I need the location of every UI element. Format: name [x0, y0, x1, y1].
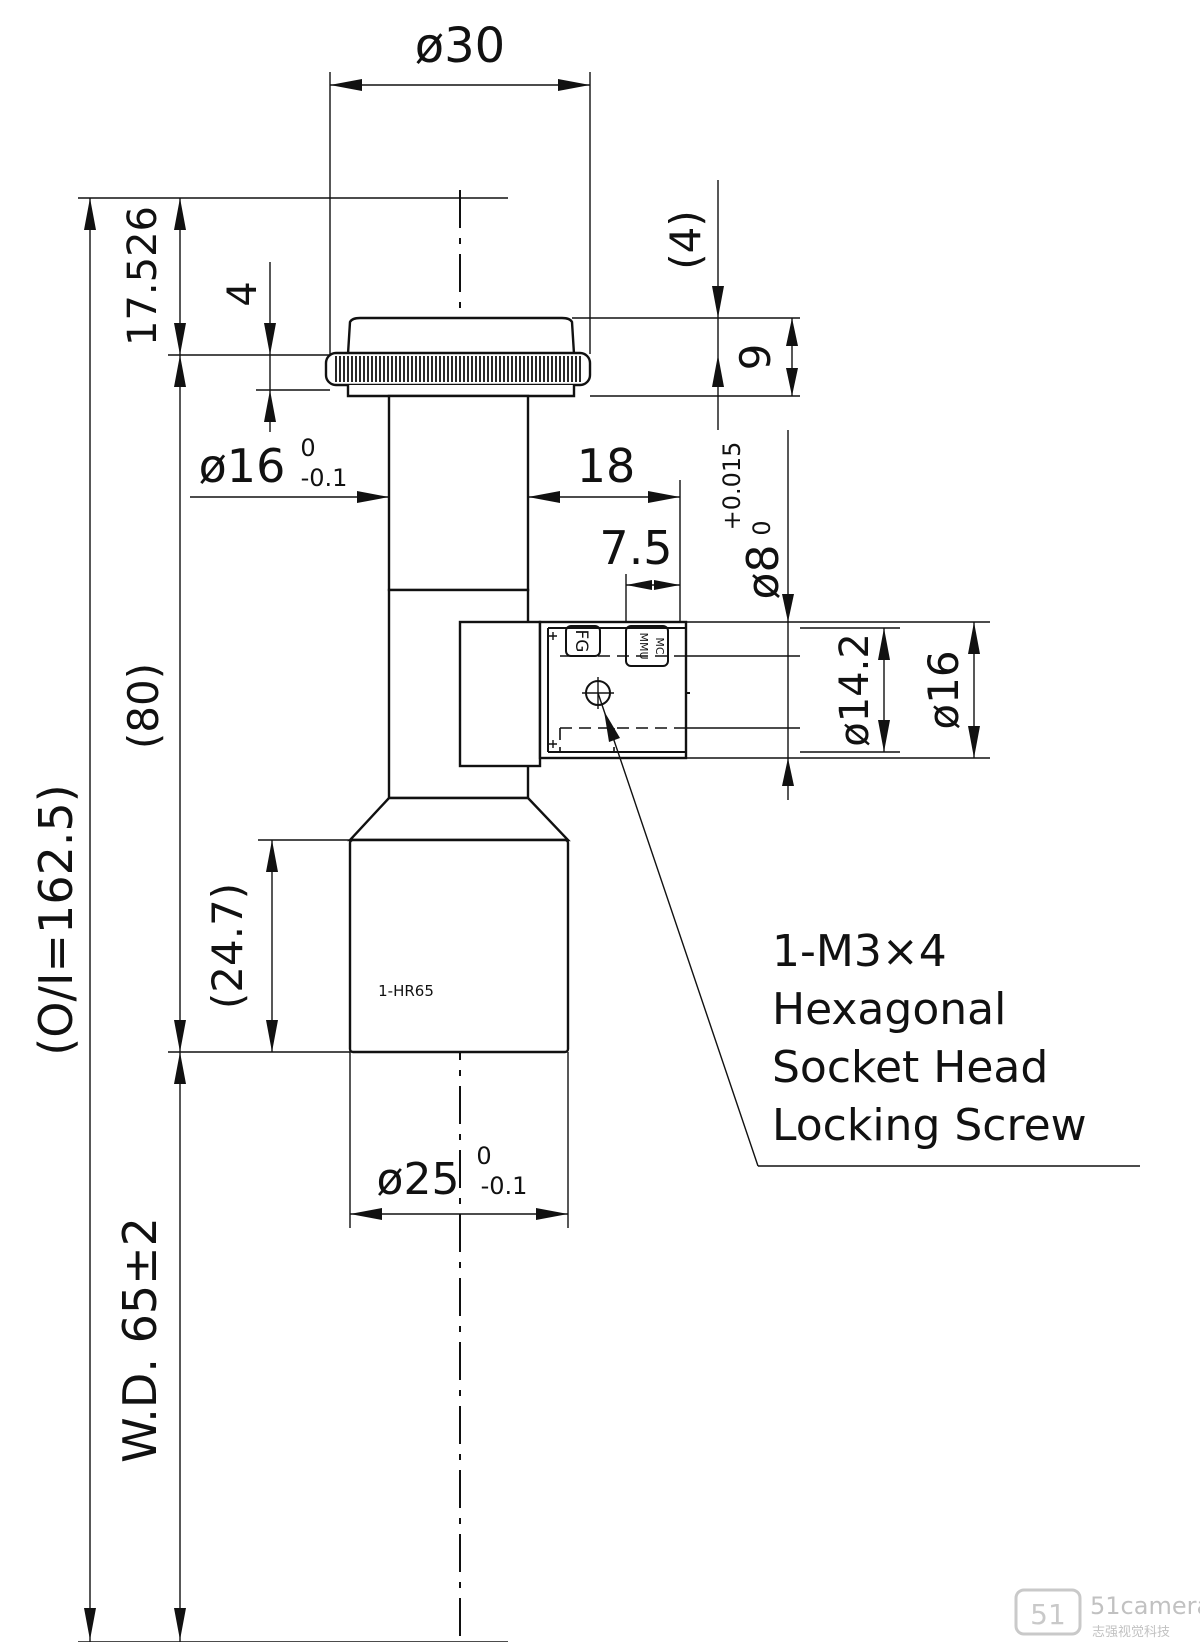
lower-barrel: [348, 838, 570, 1054]
dia16p-arrow-top: [968, 622, 980, 654]
dia16-arrow-right: [528, 491, 560, 503]
ring-step: [346, 385, 576, 398]
dia142-arrow-top: [878, 628, 890, 660]
watermark-brand: 51camera: [1090, 1592, 1200, 1620]
dia8-tol-upper: +0.015: [718, 442, 746, 531]
dia25-arrow-left: [350, 1208, 382, 1220]
d18-label: 18: [577, 439, 636, 493]
d17-arrow-bottom: [174, 323, 186, 355]
dia8-arrow-top: [782, 594, 794, 622]
knurled-ring: [324, 351, 592, 387]
d75-label: 7.5: [599, 521, 672, 575]
d9-label: 9: [731, 344, 780, 371]
dia25-label: ø25: [377, 1154, 460, 1205]
oi-label: (O/I=162.5): [29, 784, 83, 1055]
dia16-label: ø16: [199, 439, 286, 493]
watermark-logo: 51: [1014, 1588, 1082, 1636]
d80-arrow-top: [174, 355, 186, 387]
d247-arrow-bottom: [266, 1020, 278, 1052]
port-cross-top: [549, 632, 557, 640]
dia30-arrow-right: [558, 79, 590, 91]
d4-label: 4: [220, 281, 266, 306]
dia30-arrow-left: [330, 79, 362, 91]
screw-callout-line2: Hexagonal: [772, 984, 1006, 1035]
dia16-arrow-left: [357, 491, 389, 503]
watermark-brand-sub: 志强视觉科技: [1092, 1625, 1170, 1640]
d247-arrow-top: [266, 840, 278, 872]
port-cross-bottom: [549, 740, 557, 748]
watermark-logo-frame: [1014, 1588, 1082, 1636]
fg-label: FG: [571, 630, 591, 653]
dia142-label: ø14.2: [832, 633, 878, 747]
wd-arrow-top: [174, 1052, 186, 1084]
dia8-arrow-bottom: [782, 758, 794, 786]
d75-arrow-right: [654, 580, 680, 590]
screw-leader-line: [597, 692, 759, 1167]
dia25-arrow-right: [536, 1208, 568, 1220]
side-port-housing: [458, 620, 542, 768]
d4p-arrow-bottom: [712, 355, 724, 387]
part-id-label: 1-HR65: [378, 982, 434, 1000]
dia16-tol-lower: -0.1: [301, 464, 348, 492]
oi-arrow-bottom: [84, 1608, 96, 1640]
knurl-pattern: [335, 356, 581, 382]
wd-arrow-bottom: [174, 1608, 186, 1640]
mc-label: MC: [653, 637, 666, 654]
wd-label: W.D. 65±2: [113, 1217, 167, 1463]
screw-leader-arrow: [604, 711, 620, 742]
d9-arrow-bottom: [786, 368, 798, 396]
dia8-tol-lower: 0: [748, 520, 776, 535]
oi-arrow-top: [84, 198, 96, 230]
d80-arrow-bottom: [174, 1020, 186, 1052]
mmu-label: MMU: [637, 632, 650, 659]
dia142-arrow-bottom: [878, 720, 890, 752]
d4-arrow-top: [264, 323, 276, 355]
d75-arrow-left: [626, 580, 652, 590]
dia30-label: ø30: [415, 18, 505, 74]
d17-label: 17.526: [120, 206, 166, 346]
d17-arrow-top: [174, 198, 186, 230]
dia16p-arrow-bottom: [968, 726, 980, 758]
lens-top-cap: [346, 316, 576, 356]
d4-arrow-bottom: [264, 390, 276, 422]
mmu-label-box: [625, 625, 669, 667]
dia16p-label: ø16: [919, 650, 968, 729]
upper-tube: [387, 394, 530, 592]
d4p-arrow-top: [712, 286, 724, 318]
dia25-tol-upper: 0: [476, 1142, 491, 1170]
d9-arrow-top: [786, 318, 798, 346]
dia16-tol-upper: 0: [300, 434, 315, 462]
d247-label: (24.7): [203, 883, 252, 1009]
dia25-tol-lower: -0.1: [481, 1172, 528, 1200]
screw-callout-line1: 1-M3×4: [772, 926, 947, 977]
screw-callout-line4: Locking Screw: [772, 1100, 1087, 1151]
screw-callout-line3: Socket Head: [772, 1042, 1048, 1093]
watermark-logo-mark: 51: [1030, 1598, 1066, 1631]
fg-label-box: [565, 625, 601, 657]
dia8-label: ø8: [738, 545, 789, 600]
d80-label: (80): [119, 663, 168, 749]
lens-taper: [347, 796, 571, 842]
d4p-label: (4): [661, 210, 710, 270]
